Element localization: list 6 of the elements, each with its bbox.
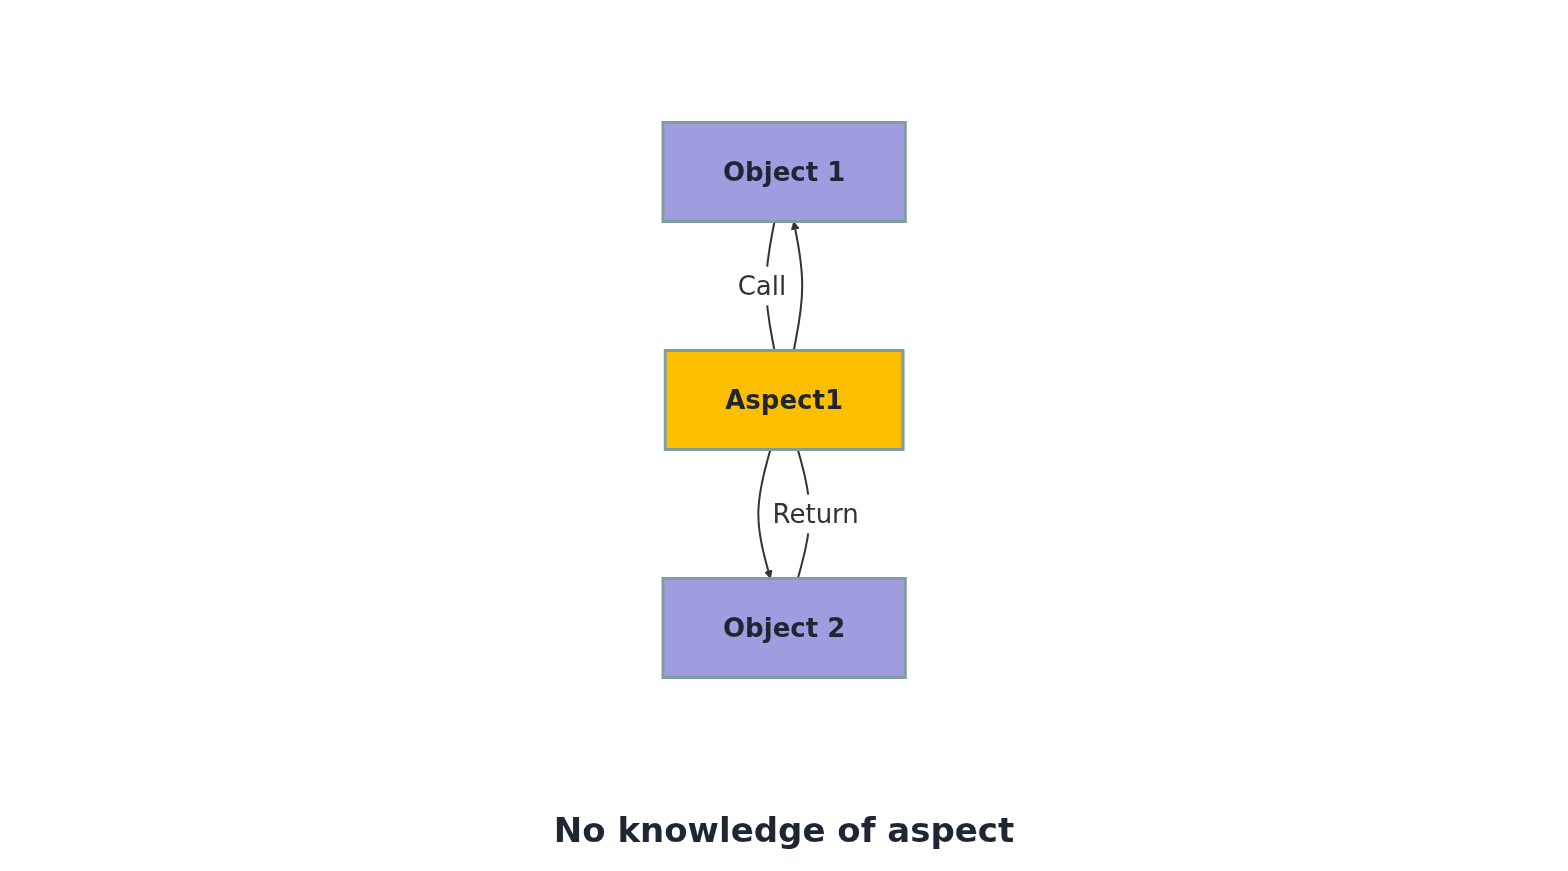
note-text: No knowledge of aspect [552,810,1016,850]
node-box: Aspect1 [663,349,905,451]
node-box: Object 1 [661,121,907,223]
edge-label: Return [772,498,859,529]
edge-label: Call [737,270,787,301]
node-box: Object 2 [661,577,907,679]
